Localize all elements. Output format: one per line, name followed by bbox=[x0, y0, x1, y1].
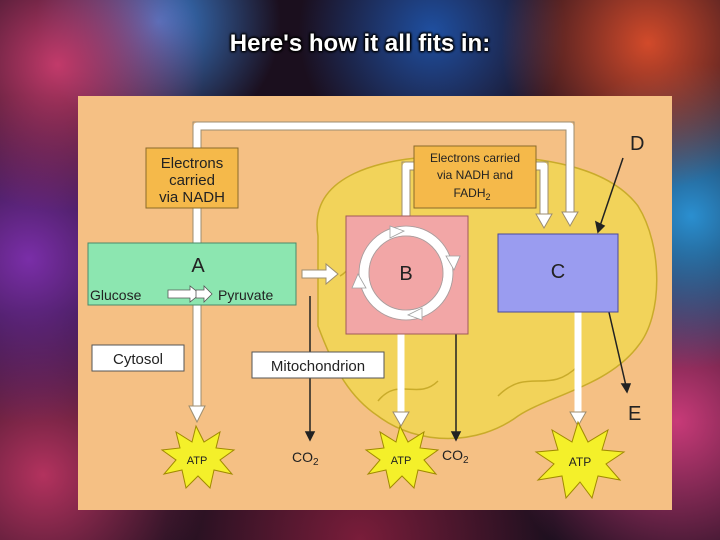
fadh-label-box bbox=[413, 145, 537, 209]
mitochondrion-label-box bbox=[251, 351, 385, 379]
diagram-canvas: Electrons carried via NADH Electrons car… bbox=[87, 121, 658, 500]
cellular-respiration-diagram: Electrons carried via NADH Electrons car… bbox=[78, 96, 672, 510]
label-cytosol: Cytosol bbox=[113, 351, 163, 368]
nadh-label-box bbox=[145, 147, 239, 209]
cytosol-label-box bbox=[91, 344, 185, 372]
label-co2-2: CO2 bbox=[442, 447, 469, 466]
nadh-label-line-3: via NADH bbox=[159, 189, 225, 206]
slide-title: Here's how it all fits in: bbox=[229, 30, 491, 57]
a-to-b-arrow bbox=[301, 262, 339, 286]
nadh-label-line-2: carried bbox=[169, 172, 215, 189]
krebs-cycle-loop bbox=[359, 226, 453, 320]
label-e: E bbox=[628, 403, 641, 425]
fadh-label-line-2: via NADH and bbox=[437, 168, 513, 182]
fadh-label-line-3: FADH2 bbox=[453, 186, 490, 202]
label-b: B bbox=[399, 263, 412, 285]
atp-burst-2: ATP bbox=[364, 424, 440, 489]
label-atp-1: ATP bbox=[187, 455, 208, 467]
nadh-label-line-1: Electrons bbox=[161, 155, 224, 172]
krebs-loop-inner-edge bbox=[368, 235, 444, 311]
label-pyruvate: Pyruvate bbox=[218, 287, 273, 303]
krebs-cycle-arrowheads bbox=[351, 225, 461, 321]
glucose-to-pyruvate-arrows bbox=[167, 285, 213, 303]
label-atp-2: ATP bbox=[391, 455, 412, 467]
label-atp-3: ATP bbox=[569, 455, 591, 469]
box-c-electron-transport bbox=[497, 233, 619, 313]
krebs-loop-outer-edge bbox=[358, 225, 454, 321]
atp-burst-3: ATP bbox=[534, 420, 626, 500]
atp-burst-1: ATP bbox=[160, 424, 236, 489]
label-c: C bbox=[551, 261, 565, 283]
fadh-label-line-1: Electrons carried bbox=[430, 151, 520, 165]
arrowheads bbox=[188, 211, 587, 428]
label-d: D bbox=[630, 133, 644, 155]
label-co2-1: CO2 bbox=[292, 449, 319, 468]
label-mitochondrion: Mitochondrion bbox=[271, 358, 365, 375]
label-glucose: Glucose bbox=[90, 287, 142, 303]
label-a: A bbox=[191, 255, 205, 277]
